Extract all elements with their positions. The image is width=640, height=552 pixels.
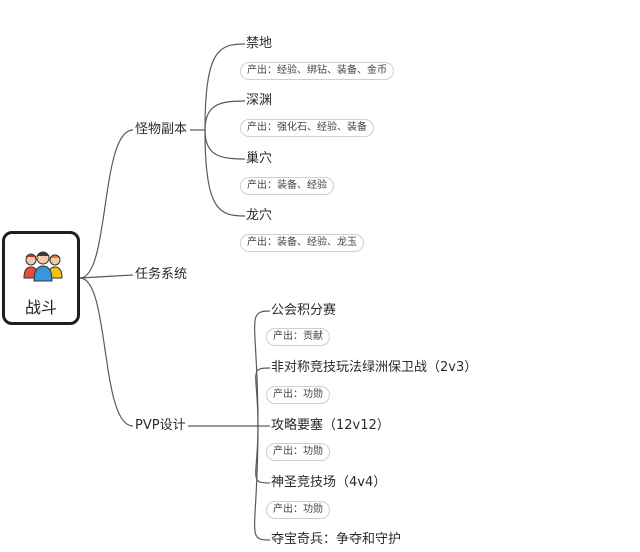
leaf-dragon-lair[interactable]: 龙穴 — [246, 208, 273, 223]
output-tag: 产出：贡献 — [266, 328, 330, 346]
branch-monster-dungeon[interactable]: 怪物副本 — [135, 122, 188, 137]
branch-quest-system[interactable]: 任务系统 — [135, 267, 188, 282]
leaf-holy-arena[interactable]: 神圣竞技场（4v4） — [271, 475, 387, 490]
leaf-abyss[interactable]: 深渊 — [246, 93, 273, 108]
output-tag: 产出：装备、经验、龙玉 — [240, 234, 364, 252]
output-tag: 产出：强化石、经验、装备 — [240, 119, 374, 137]
output-tag: 产出：经验、绑钻、装备、金币 — [240, 62, 394, 80]
leaf-forbidden-land[interactable]: 禁地 — [246, 36, 273, 51]
people-group-icon — [23, 251, 63, 282]
root-title: 战斗 — [24, 298, 57, 317]
leaf-treasure-raiders[interactable]: 夺宝奇兵：争夺和守护 — [271, 532, 402, 547]
output-tag: 产出：装备、经验 — [240, 177, 334, 195]
leaf-oasis-defense[interactable]: 非对称竞技玩法绿洲保卫战（2v3） — [271, 360, 478, 375]
leaf-nest[interactable]: 巢穴 — [246, 151, 273, 166]
root-node[interactable]: 战斗 — [2, 231, 80, 325]
output-tag: 产出：功勋 — [266, 386, 330, 404]
output-tag: 产出：功勋 — [266, 501, 330, 519]
branch-pvp-design[interactable]: PVP设计 — [135, 418, 186, 433]
leaf-guild-points-match[interactable]: 公会积分赛 — [271, 303, 337, 318]
output-tag: 产出：功勋 — [266, 443, 330, 461]
leaf-fortress-siege[interactable]: 攻略要塞（12v12） — [271, 418, 390, 433]
